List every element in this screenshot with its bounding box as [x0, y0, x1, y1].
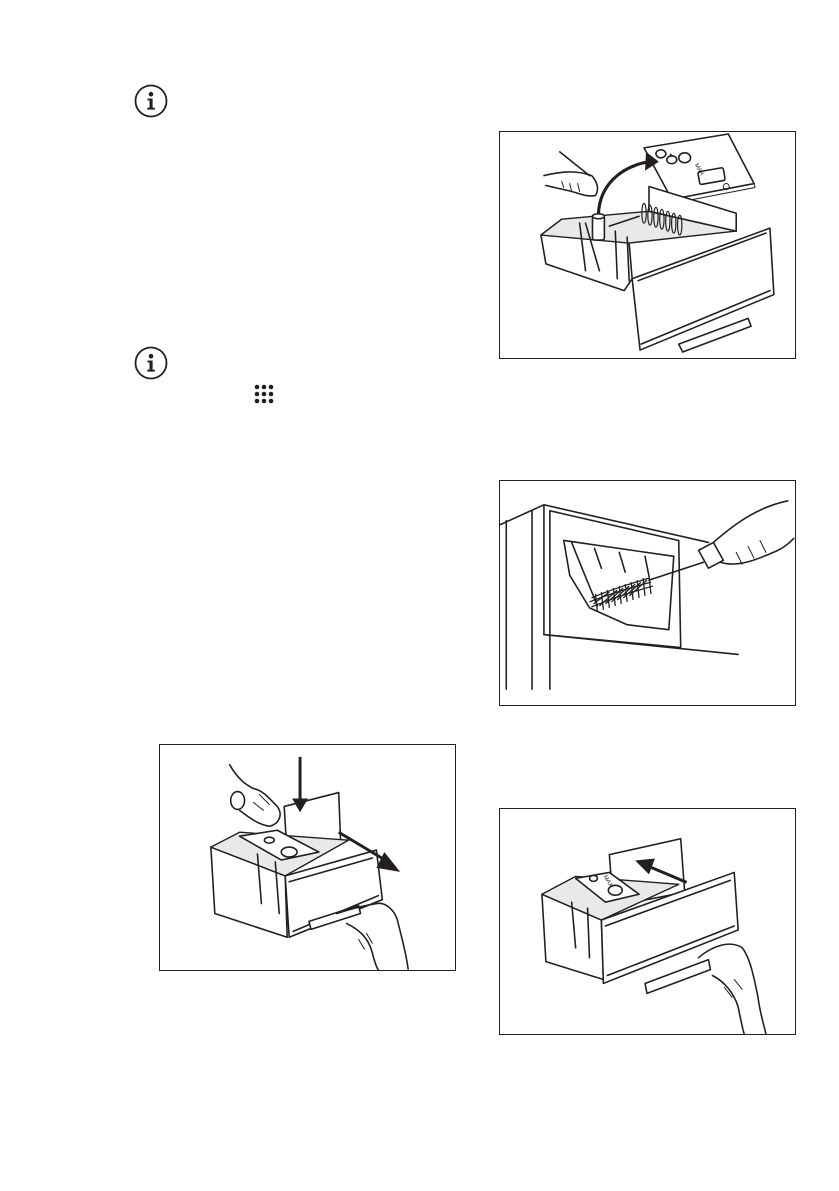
nine-dots-icon: [253, 383, 275, 405]
info-icon: [134, 346, 168, 380]
info-note-2: [134, 346, 168, 385]
figure-dispenser-push-in: MAX: [499, 808, 796, 1035]
figure-dispenser-cap-removal: MAX: [499, 131, 796, 359]
nine-dots-symbol: [253, 383, 275, 410]
info-icon: [134, 84, 168, 118]
figure-dispenser-pull-out: [159, 744, 456, 971]
info-note-1: [134, 84, 168, 123]
figure-dispenser-recess-cleaning: [499, 480, 796, 706]
